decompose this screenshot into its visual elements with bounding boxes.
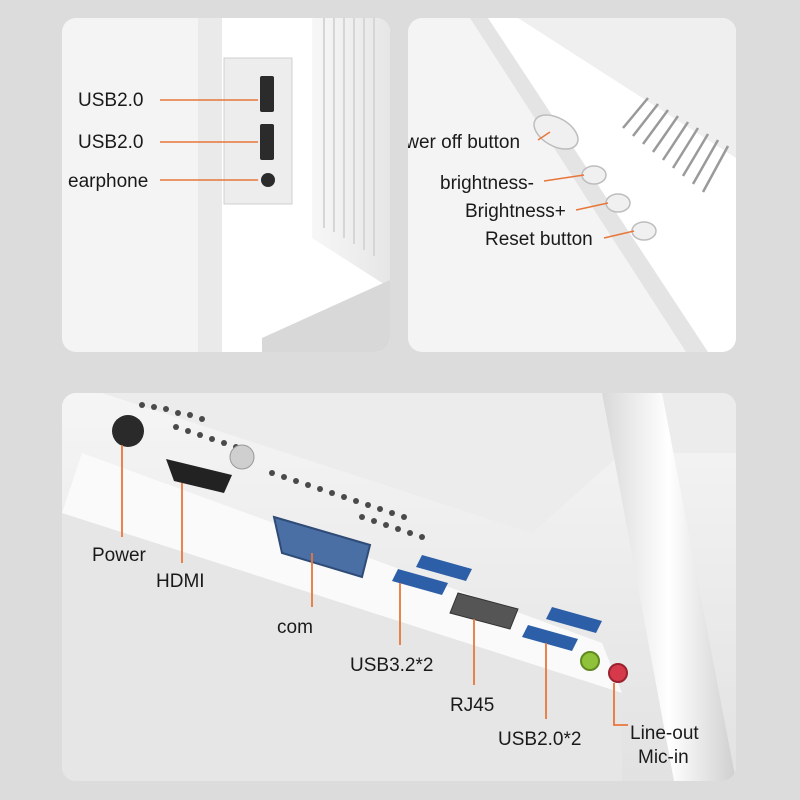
label-power: Power xyxy=(92,545,147,566)
label-brightness-down: brightness- xyxy=(440,173,534,194)
brightness-up-button[interactable] xyxy=(605,193,631,213)
label-usb2-0x2: USB2.0*2 xyxy=(498,729,581,750)
mic-in-jack-icon xyxy=(608,663,628,683)
power-jack-icon xyxy=(112,415,144,447)
usb3-port-icon xyxy=(416,555,472,581)
line-out-jack-icon xyxy=(580,651,600,671)
usb2-port-icon xyxy=(260,76,274,112)
usb2-port-icon xyxy=(546,607,602,633)
leader-line xyxy=(575,202,609,211)
label-reset-button: Reset button xyxy=(485,229,593,250)
label-hdmi: HDMI xyxy=(156,571,205,592)
label-line-out: Line-out xyxy=(630,723,699,744)
side-buttons-panel: Power off button brightness- Brightness+… xyxy=(408,18,736,352)
label-com: com xyxy=(277,617,313,638)
label-usb2-top: USB2.0 xyxy=(78,90,143,111)
leader-line xyxy=(543,174,585,182)
leader-line xyxy=(603,230,635,239)
usb2-port-icon xyxy=(522,625,578,651)
label-earphone: earphone xyxy=(68,171,148,192)
label-mic-in: Mic-in xyxy=(638,747,689,768)
screw-icon xyxy=(229,444,255,470)
label-usb3-2x2: USB3.2*2 xyxy=(350,655,433,676)
side-ports-panel: USB2.0 USB2.0 earphone xyxy=(62,18,390,352)
rj45-port-icon xyxy=(449,592,519,630)
label-power-off-button: Power off button xyxy=(408,132,520,153)
label-brightness-up: Brightness+ xyxy=(465,201,566,222)
earphone-jack-icon xyxy=(261,173,275,187)
device-edge-view xyxy=(470,18,736,352)
com-port-icon xyxy=(272,515,372,579)
label-usb2-bottom: USB2.0 xyxy=(78,132,143,153)
leader-line xyxy=(537,131,551,141)
label-rj45: RJ45 xyxy=(450,695,494,716)
reset-button[interactable] xyxy=(631,221,657,241)
leader-line xyxy=(613,683,628,726)
hdmi-port-icon xyxy=(166,459,232,493)
usb2-port-icon xyxy=(260,124,274,160)
port-recess xyxy=(223,57,293,205)
power-off-button[interactable] xyxy=(528,108,584,156)
device-rear-view xyxy=(62,393,736,781)
brightness-down-button[interactable] xyxy=(581,165,607,185)
usb3-port-icon xyxy=(392,569,448,595)
rear-io-panel: Power HDMI com USB3.2*2 RJ45 USB2.0*2 Li… xyxy=(62,393,736,781)
